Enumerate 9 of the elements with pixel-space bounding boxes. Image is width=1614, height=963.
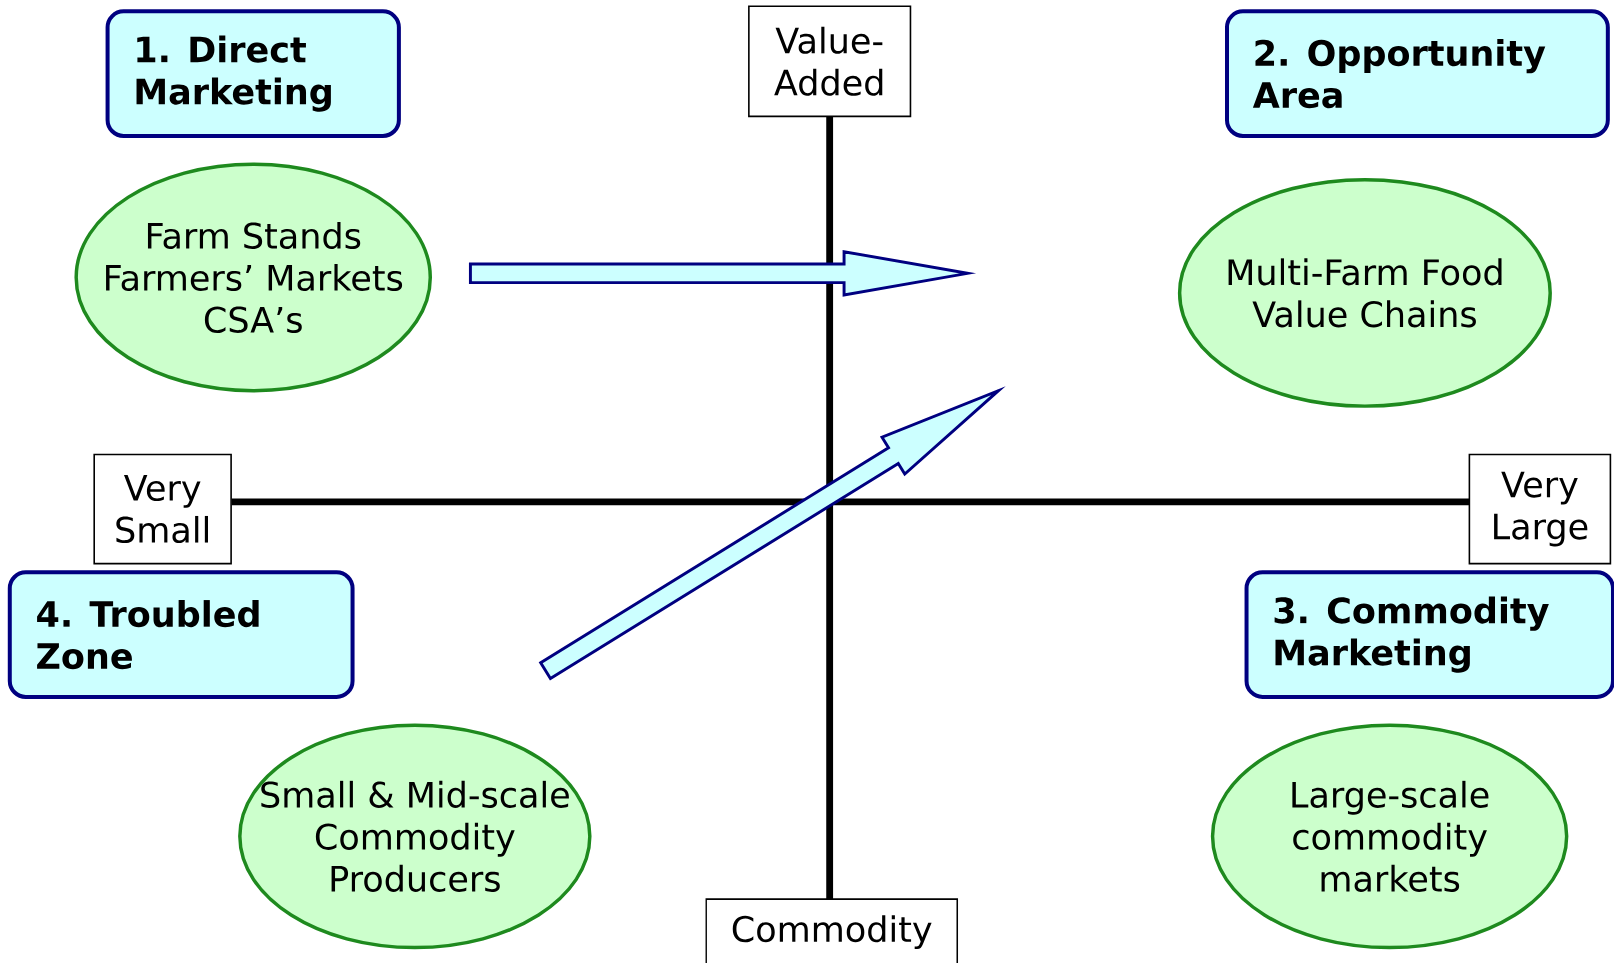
axis-label-box: Value-Added xyxy=(748,5,912,118)
quadrant-box: 4. Troubled Zone xyxy=(7,570,355,699)
quadrant-box: 3. Commodity Marketing xyxy=(1244,570,1614,699)
quadrant-box: 1. Direct Marketing xyxy=(105,9,401,138)
axis-label-box: Commodity xyxy=(705,898,959,963)
block-arrow xyxy=(468,249,977,297)
quadrant-box: 2. Opportunity Area xyxy=(1225,9,1610,138)
axis-label-box: Very Large xyxy=(1468,453,1612,565)
axis-label-box: Very Small xyxy=(93,453,232,565)
